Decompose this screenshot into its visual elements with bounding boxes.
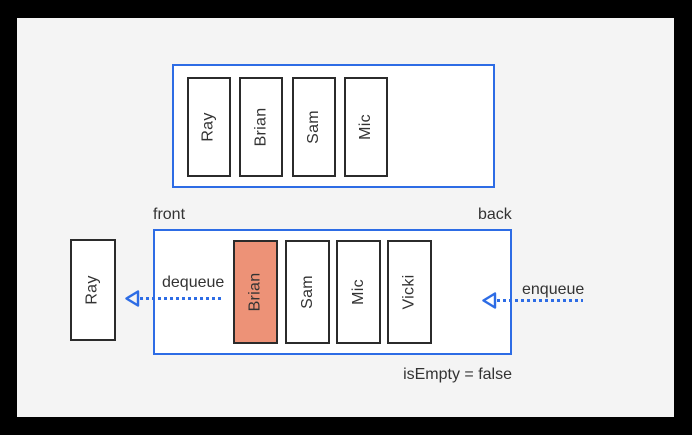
enqueue-arrowhead-icon (482, 292, 497, 309)
queue-cell: Brian (239, 77, 283, 177)
queue-before-box: Ray Brian Sam Mic (172, 64, 495, 188)
cell-label: Mic (356, 114, 374, 140)
dequeued-item-box: Ray (70, 239, 116, 341)
cell-label: Brian (251, 107, 269, 147)
cell-label: Brian (246, 272, 264, 312)
diagram-canvas: Ray Brian Sam Mic front back Ray Brian S… (17, 18, 674, 417)
queue-cell-highlighted: Brian (233, 240, 278, 344)
cell-label: Ray (83, 275, 101, 305)
front-label: front (153, 206, 186, 223)
queue-cell: Sam (285, 240, 330, 344)
dequeue-arrowhead-icon (125, 290, 140, 307)
cell-label: Vicki (400, 274, 418, 310)
queue-cell: Vicki (387, 240, 432, 344)
cell-label: Sam (305, 110, 322, 144)
dequeue-arrow-line (140, 297, 224, 300)
cell-label: Mic (349, 279, 367, 305)
cell-label: Ray (199, 112, 217, 142)
queue-cell: Mic (344, 77, 388, 177)
dequeue-label: dequeue (162, 274, 225, 291)
queue-after-box: Brian Sam Mic Vicki (153, 229, 512, 355)
enqueue-label: enqueue (522, 281, 585, 298)
isempty-status: isEmpty = false (403, 366, 512, 383)
back-label: back (478, 206, 512, 223)
queue-cell: Mic (336, 240, 381, 344)
cell-label: Sam (298, 275, 316, 309)
enqueue-arrow-line (497, 299, 583, 302)
queue-cell: Sam (292, 77, 336, 177)
queue-cell: Ray (187, 77, 231, 177)
